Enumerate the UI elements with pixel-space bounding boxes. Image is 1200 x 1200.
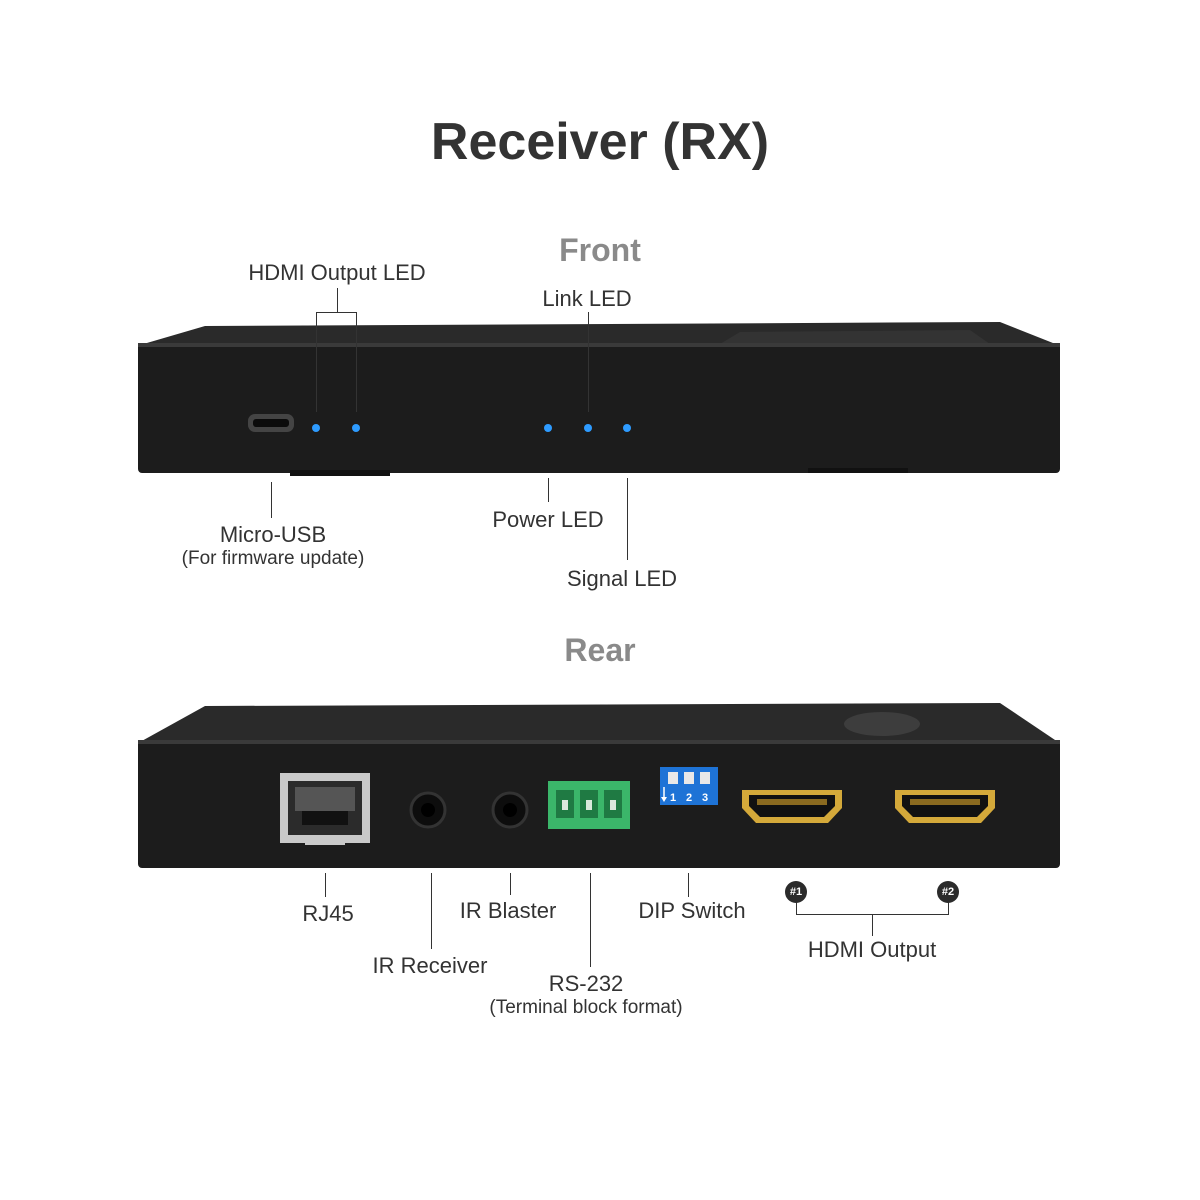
hdmi-1-stem bbox=[796, 902, 797, 914]
page-title: Receiver (RX) bbox=[430, 113, 770, 171]
hdmi-led-1 bbox=[312, 424, 320, 432]
ir-blaster-jack bbox=[491, 791, 529, 829]
hdmi-2-badge: #2 bbox=[937, 881, 959, 903]
ir-blaster-line bbox=[510, 873, 511, 895]
hdmi-led-stem bbox=[337, 288, 338, 312]
rj45-port bbox=[280, 773, 370, 845]
rear-heading: Rear bbox=[564, 632, 636, 668]
rs232-label: RS-232 (Terminal block format) bbox=[489, 971, 683, 1019]
rs232-line bbox=[590, 873, 591, 967]
hdmi-1-badge: #1 bbox=[785, 881, 807, 903]
dip-number-3: 3 bbox=[702, 792, 708, 804]
ir-blaster-label: IR Blaster bbox=[459, 898, 557, 923]
rj45-line bbox=[325, 873, 326, 897]
hdmi-port-1 bbox=[742, 790, 842, 823]
dip-number-2: 2 bbox=[686, 792, 692, 804]
signal-led bbox=[623, 424, 631, 432]
rs232-terminal-block bbox=[548, 781, 630, 829]
hdmi-led-bracket bbox=[316, 312, 357, 313]
link-led-label: Link LED bbox=[542, 286, 632, 311]
hdmi-led-2 bbox=[352, 424, 360, 432]
rs232-note: (Terminal block format) bbox=[489, 997, 683, 1018]
power-led-label: Power LED bbox=[492, 507, 604, 532]
hdmi-output-led-label: HDMI Output LED bbox=[248, 260, 426, 285]
dip-number-1: 1 bbox=[670, 792, 676, 804]
power-led-line bbox=[548, 478, 549, 502]
micro-usb-label: Micro-USB (For firmware update) bbox=[181, 522, 365, 570]
hdmi-led-line-2 bbox=[356, 312, 357, 412]
hdmi-output-label: HDMI Output bbox=[807, 937, 937, 962]
dip-switch-label: DIP Switch bbox=[638, 898, 746, 923]
ir-receiver-label: IR Receiver bbox=[372, 953, 488, 978]
ir-receiver-line bbox=[431, 873, 432, 949]
link-led-line bbox=[588, 312, 589, 412]
link-led bbox=[584, 424, 592, 432]
hdmi-led-line-1 bbox=[316, 312, 317, 412]
signal-led-label: Signal LED bbox=[566, 566, 678, 591]
dip-switch-line bbox=[688, 873, 689, 897]
signal-led-line bbox=[627, 478, 628, 560]
hdmi-output-line bbox=[872, 914, 873, 936]
micro-usb-note: (For firmware update) bbox=[181, 548, 365, 569]
micro-usb-port bbox=[248, 414, 294, 432]
rj45-label: RJ45 bbox=[302, 901, 354, 926]
power-led bbox=[544, 424, 552, 432]
hdmi-2-stem bbox=[948, 902, 949, 914]
dip-switch: 1 2 3 bbox=[660, 767, 718, 805]
hdmi-port-2 bbox=[895, 790, 995, 823]
front-heading: Front bbox=[559, 232, 641, 268]
micro-usb-line bbox=[271, 482, 272, 518]
ir-receiver-jack bbox=[409, 791, 447, 829]
